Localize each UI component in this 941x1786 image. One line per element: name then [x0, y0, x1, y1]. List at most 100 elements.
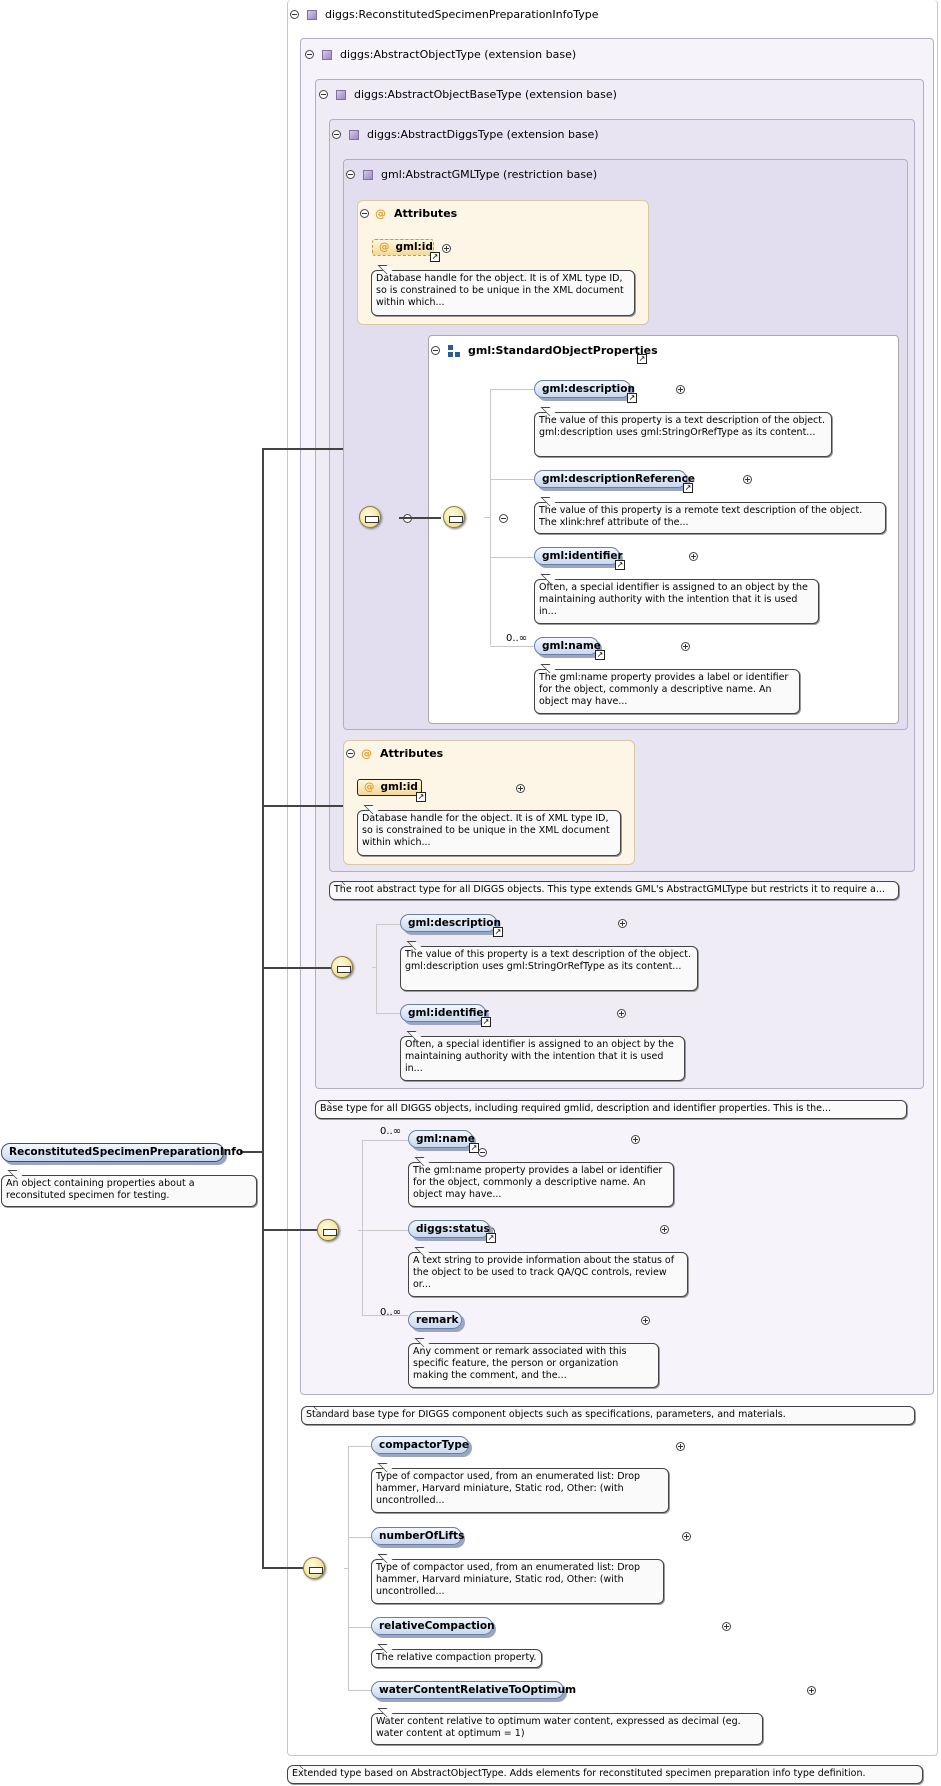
- expand-icon[interactable]: [743, 475, 752, 484]
- collapse-icon[interactable]: [360, 209, 369, 218]
- diggs-status-doc: A text string to provide information abo…: [408, 1252, 688, 1297]
- gml-id-attribute-outer[interactable]: @gml:id: [357, 779, 422, 796]
- gml-description-doc: The value of this property is a text des…: [534, 412, 832, 457]
- compactor-type-doc: Type of compactor used, from an enumerat…: [371, 1468, 669, 1513]
- number-of-lifts-element[interactable]: numberOfLifts: [371, 1527, 464, 1545]
- gml-identifier-doc-base: Often, a special identifier is assigned …: [400, 1036, 685, 1081]
- expand-icon[interactable]: [688, 552, 698, 561]
- abstract-object-base-type-name: diggs:AbstractObjectBaseType (extension …: [354, 88, 617, 101]
- water-content-relative-to-optimum-element[interactable]: waterContentRelativeToOptimum: [371, 1681, 576, 1699]
- collapse-icon[interactable]: [332, 130, 341, 139]
- expand-icon[interactable]: [617, 919, 627, 928]
- complex-type-icon: [336, 89, 346, 100]
- expand-icon[interactable]: [676, 1442, 685, 1451]
- abstract-object-type-header: diggs:AbstractObjectType (extension base…: [305, 48, 576, 61]
- abstract-diggs-type-doc: The root abstract type for all DIGGS obj…: [329, 881, 899, 900]
- sequence-compositor-icon[interactable]: [359, 506, 381, 528]
- collapse-icon[interactable]: [478, 1148, 487, 1157]
- collapse-icon[interactable]: [499, 514, 508, 523]
- abstract-gml-type-name: gml:AbstractGMLType (restriction base): [381, 168, 598, 181]
- gml-description-element-base[interactable]: gml:description: [400, 914, 501, 932]
- gml-id-doc-inner: Database handle for the object. It is of…: [371, 270, 635, 316]
- abstract-diggs-type-header: diggs:AbstractDiggsType (extension base): [332, 128, 599, 141]
- sequence-compositor-icon[interactable]: [317, 1219, 339, 1241]
- connector-line: [240, 1151, 262, 1153]
- relative-compaction-element[interactable]: relativeCompaction: [371, 1617, 495, 1635]
- gml-name-doc: The gml:name property provides a label o…: [534, 669, 800, 714]
- sequence-compositor-icon[interactable]: [303, 1557, 325, 1579]
- connector-line: [376, 924, 400, 925]
- collapse-icon[interactable]: [319, 90, 328, 99]
- gml-identifier-element-base[interactable]: gml:identifier: [400, 1004, 489, 1022]
- gml-id-attribute-inner[interactable]: @ gml:id: [372, 239, 434, 256]
- attribute-icon: @: [375, 207, 386, 220]
- connector-line: [362, 1230, 408, 1231]
- expand-icon[interactable]: [681, 1532, 691, 1541]
- expand-icon[interactable]: [442, 244, 451, 253]
- gml-name-element[interactable]: gml:name: [534, 637, 601, 655]
- expand-icon[interactable]: [681, 642, 690, 651]
- connector-line: [484, 517, 490, 518]
- reference-icon: [430, 252, 440, 262]
- root-element-doc: An object containing properties about a …: [1, 1175, 257, 1207]
- expand-icon[interactable]: [675, 385, 685, 394]
- root-element[interactable]: ReconstitutedSpecimenPreparationInfo: [1, 1143, 243, 1162]
- gml-name-element-object[interactable]: gml:name: [408, 1130, 475, 1148]
- remark-element[interactable]: remark: [408, 1311, 462, 1329]
- reconstituted-type-doc: Extended type based on AbstractObjectTyp…: [287, 1765, 923, 1784]
- gml-description-doc-base: The value of this property is a text des…: [400, 946, 698, 991]
- reference-icon: [615, 560, 625, 570]
- occurrence-label: 0..∞: [380, 1126, 402, 1137]
- connector-line: [262, 967, 331, 969]
- connector-line: [490, 389, 534, 390]
- sequence-compositor-icon[interactable]: [443, 506, 465, 528]
- collapse-icon[interactable]: [290, 10, 299, 19]
- expand-icon[interactable]: [806, 1686, 816, 1695]
- expand-icon[interactable]: [515, 784, 525, 793]
- gml-identifier-doc: Often, a special identifier is assigned …: [534, 579, 819, 624]
- collapse-icon[interactable]: [346, 749, 355, 758]
- collapse-icon[interactable]: [305, 50, 314, 59]
- connector-line: [262, 805, 343, 807]
- connector-line: [262, 1229, 317, 1231]
- reference-icon: [493, 927, 503, 937]
- expand-icon[interactable]: [617, 1009, 626, 1018]
- collapse-icon[interactable]: [346, 170, 355, 179]
- standard-object-properties-header: gml:StandardObjectProperties: [431, 344, 658, 357]
- abstract-gml-type-header: gml:AbstractGMLType (restriction base): [346, 168, 597, 181]
- attribute-icon: @: [379, 241, 390, 253]
- reference-icon: [637, 354, 647, 364]
- gml-id-label: gml:id: [395, 241, 433, 253]
- gml-identifier-element[interactable]: gml:identifier: [534, 547, 623, 565]
- connector-line: [348, 1447, 349, 1691]
- gml-name-doc-object: The gml:name property provides a label o…: [408, 1162, 674, 1207]
- complex-type-icon: [322, 49, 332, 60]
- gml-id-doc-outer: Database handle for the object. It is of…: [357, 810, 621, 856]
- number-of-lifts-doc: Type of compactor used, from an enumerat…: [371, 1559, 664, 1604]
- gml-id-label: gml:id: [380, 781, 418, 793]
- connector-line: [262, 448, 264, 1568]
- reference-icon: [481, 1017, 491, 1027]
- gml-description-reference-element[interactable]: gml:descriptionReference: [534, 470, 695, 488]
- connector-line: [362, 1140, 408, 1141]
- collapse-icon[interactable]: [431, 346, 440, 355]
- reference-icon: [683, 483, 693, 493]
- compactor-type-element[interactable]: compactorType: [371, 1436, 469, 1454]
- expand-icon[interactable]: [659, 1225, 669, 1234]
- expand-icon[interactable]: [641, 1316, 650, 1325]
- diggs-status-element[interactable]: diggs:status: [408, 1220, 490, 1238]
- gml-description-element[interactable]: gml:description: [534, 380, 635, 398]
- complex-type-icon: [363, 169, 373, 180]
- attributes-label: Attributes: [380, 747, 444, 760]
- remark-doc: Any comment or remark associated with th…: [408, 1343, 659, 1388]
- attributes-header-outer: @ Attributes: [346, 747, 443, 760]
- reconstituted-type-header: diggs:ReconstitutedSpecimenPreparationIn…: [290, 8, 598, 21]
- sequence-compositor-icon[interactable]: [331, 956, 353, 978]
- group-icon: [448, 344, 460, 357]
- abstract-object-base-type-header: diggs:AbstractObjectBaseType (extension …: [319, 88, 617, 101]
- expand-icon[interactable]: [631, 1135, 640, 1144]
- expand-icon[interactable]: [722, 1622, 731, 1631]
- connector-line: [262, 448, 343, 450]
- connector-line: [399, 517, 441, 519]
- reference-icon: [486, 1233, 496, 1243]
